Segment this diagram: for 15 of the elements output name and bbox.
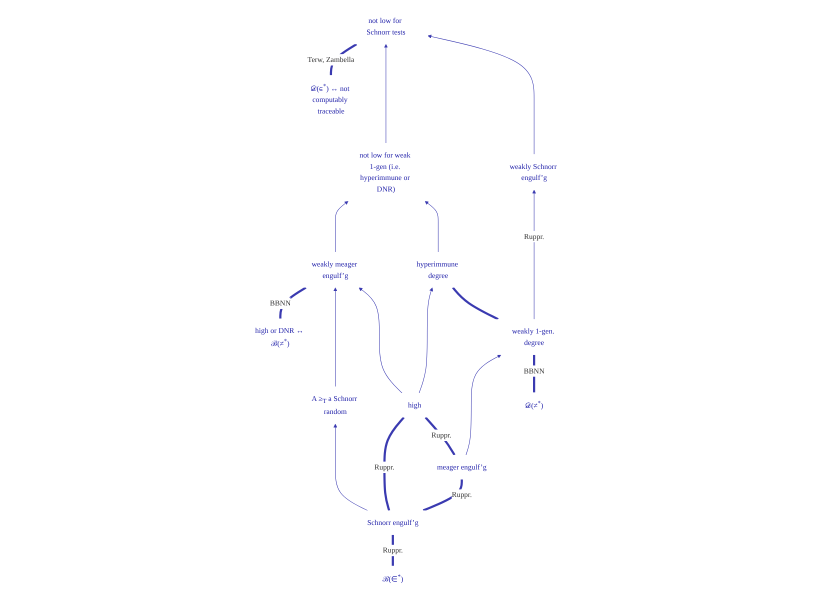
connector [384, 416, 405, 510]
arrow [532, 189, 536, 319]
arrow [334, 286, 338, 386]
arrow [466, 354, 502, 455]
arrow [384, 44, 388, 143]
connector [452, 286, 499, 320]
arrow [419, 286, 434, 393]
arrow [335, 200, 349, 252]
connector [280, 286, 307, 318]
arrow [428, 34, 535, 154]
arrow [359, 286, 403, 393]
connector [425, 416, 456, 456]
connector [423, 478, 464, 511]
arrow [425, 200, 439, 252]
arrow [334, 423, 368, 510]
